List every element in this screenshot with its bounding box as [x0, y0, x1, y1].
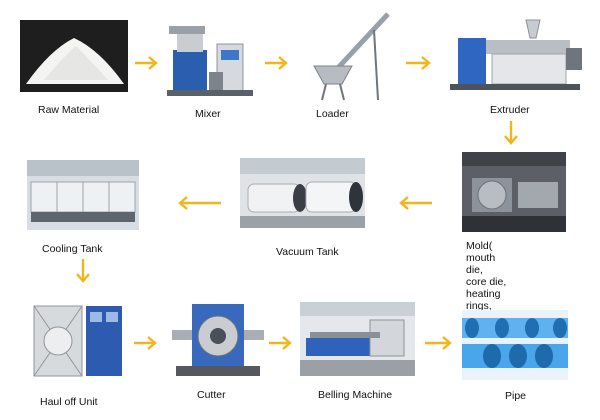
- cutter-label: Cutter: [197, 389, 226, 401]
- extruder-label: Extruder: [490, 104, 530, 116]
- haul-off-unit-label: Haul off Unit: [40, 396, 98, 408]
- mixer-photo: [163, 20, 258, 102]
- mixer-label: Mixer: [195, 108, 221, 120]
- arrow-vacuum-tank-to-cooling-tank: [178, 196, 221, 210]
- pipe-label: Pipe: [505, 390, 527, 402]
- belling-machine-photo: [300, 302, 415, 376]
- raw-material-label: Raw Material: [38, 104, 100, 116]
- raw-material-photo: [20, 20, 128, 92]
- mold-photo: [462, 152, 566, 232]
- haul-off-unit-photo: [30, 300, 126, 382]
- vacuum-tank-label: Vacuum Tank: [276, 246, 339, 258]
- extruder-photo: [440, 18, 585, 96]
- arrow-belling-machine-to-pipe: [425, 336, 452, 350]
- arrow-loader-to-extruder: [406, 56, 431, 70]
- loader-label: Loader: [316, 108, 349, 120]
- arrow-haul-off-unit-to-cutter: [134, 336, 157, 350]
- arrow-mold-to-vacuum-tank: [399, 196, 432, 210]
- arrow-mixer-to-loader: [265, 56, 288, 70]
- belling-machine-label: Belling Machine: [318, 389, 393, 401]
- cutter-photo: [168, 300, 268, 382]
- cooling-tank-label: Cooling Tank: [42, 243, 103, 255]
- cooling-tank-photo: [27, 160, 139, 230]
- pipe-photo: [462, 310, 568, 380]
- arrow-raw-material-to-mixer: [135, 56, 158, 70]
- vacuum-tank-photo: [240, 158, 365, 228]
- loader-photo: [308, 8, 400, 104]
- arrow-cooling-tank-to-haul-off-unit: [76, 259, 90, 283]
- arrow-extruder-to-mold: [504, 121, 518, 145]
- arrow-cutter-to-belling-machine: [269, 336, 292, 350]
